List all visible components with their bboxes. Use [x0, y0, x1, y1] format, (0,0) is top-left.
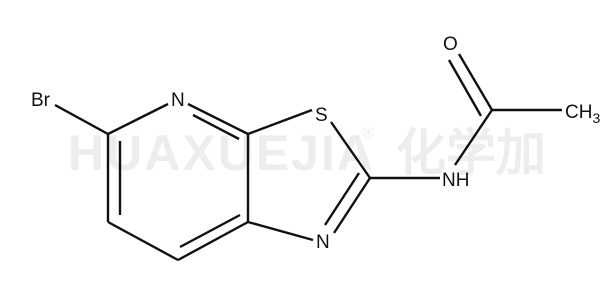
- atom-nh-label: NH: [442, 170, 469, 191]
- bond-br-c5: [54, 103, 109, 136]
- atom-br-label: Br: [31, 90, 51, 111]
- atom-labels: Br N S N NH O CH3: [31, 34, 600, 253]
- watermark-brand: HUAXUEJIA: [68, 125, 375, 181]
- watermark-registered-mark: ®: [362, 125, 374, 142]
- bond-c7a-n3: [247, 220, 314, 242]
- atom-n-thiazole-label: N: [316, 232, 330, 253]
- atom-o-label: O: [443, 34, 458, 55]
- bond-nh-carbonyl: [454, 109, 493, 166]
- bond-c5-n4: [107, 102, 169, 136]
- bond-s-c2: [330, 121, 371, 179]
- watermark: HUAXUEJIA ® 化学加: [68, 124, 546, 182]
- watermark-cjk: 化学加: [396, 124, 546, 182]
- atom-ch3-label: CH3: [565, 102, 600, 126]
- bond-c6-c7: [107, 220, 179, 262]
- ch3-main-text: CH: [565, 102, 592, 123]
- bonds: [54, 53, 562, 262]
- bond-n4-c3a: [187, 102, 249, 136]
- bond-c2-n3-inner: [323, 172, 361, 226]
- bond-carbonyl-o-inner: [447, 59, 483, 117]
- atom-n-pyridine-label: N: [171, 90, 185, 111]
- bond-c2-n3: [332, 177, 372, 234]
- bond-c3a-s: [247, 108, 313, 136]
- atom-s-label: S: [315, 105, 328, 126]
- bond-carbonyl-o: [457, 53, 494, 111]
- ch3-subscript: 3: [592, 110, 600, 126]
- bond-c7-c7a-inner: [179, 213, 241, 249]
- bond-n4-c3a-inner: [192, 113, 240, 141]
- bond-c7-c7a: [177, 220, 249, 262]
